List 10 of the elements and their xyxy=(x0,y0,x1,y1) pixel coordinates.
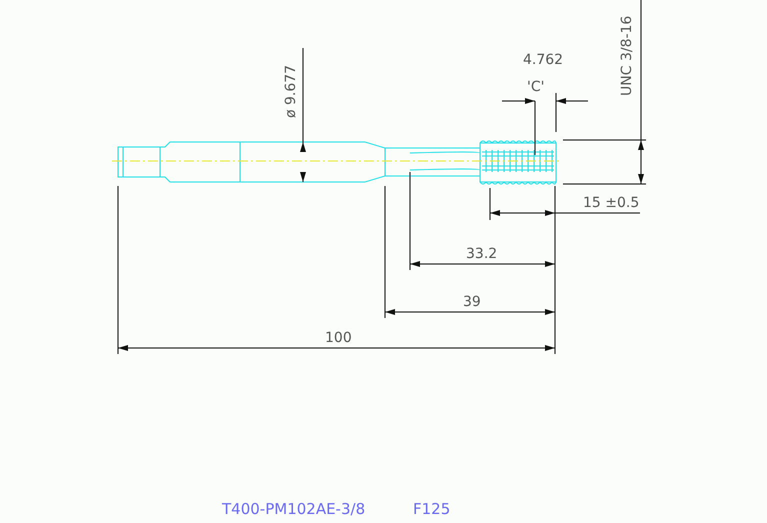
dimension-label: 100 xyxy=(325,331,352,345)
dimension-label: 4.762 xyxy=(523,53,564,67)
detail-label: 'C' xyxy=(527,80,544,94)
dimension-label: ø 9.677 xyxy=(284,64,298,118)
dimension-label: 15 ±0.5 xyxy=(583,196,640,210)
dimension-label: 39 xyxy=(463,295,481,309)
thread-spec-label: UNC 3/8-16 xyxy=(620,16,634,96)
dimension-label: 33.2 xyxy=(466,247,498,261)
grade-label: F125 xyxy=(413,502,450,517)
part-number: T400-PM102AE-3/8 xyxy=(222,502,366,517)
